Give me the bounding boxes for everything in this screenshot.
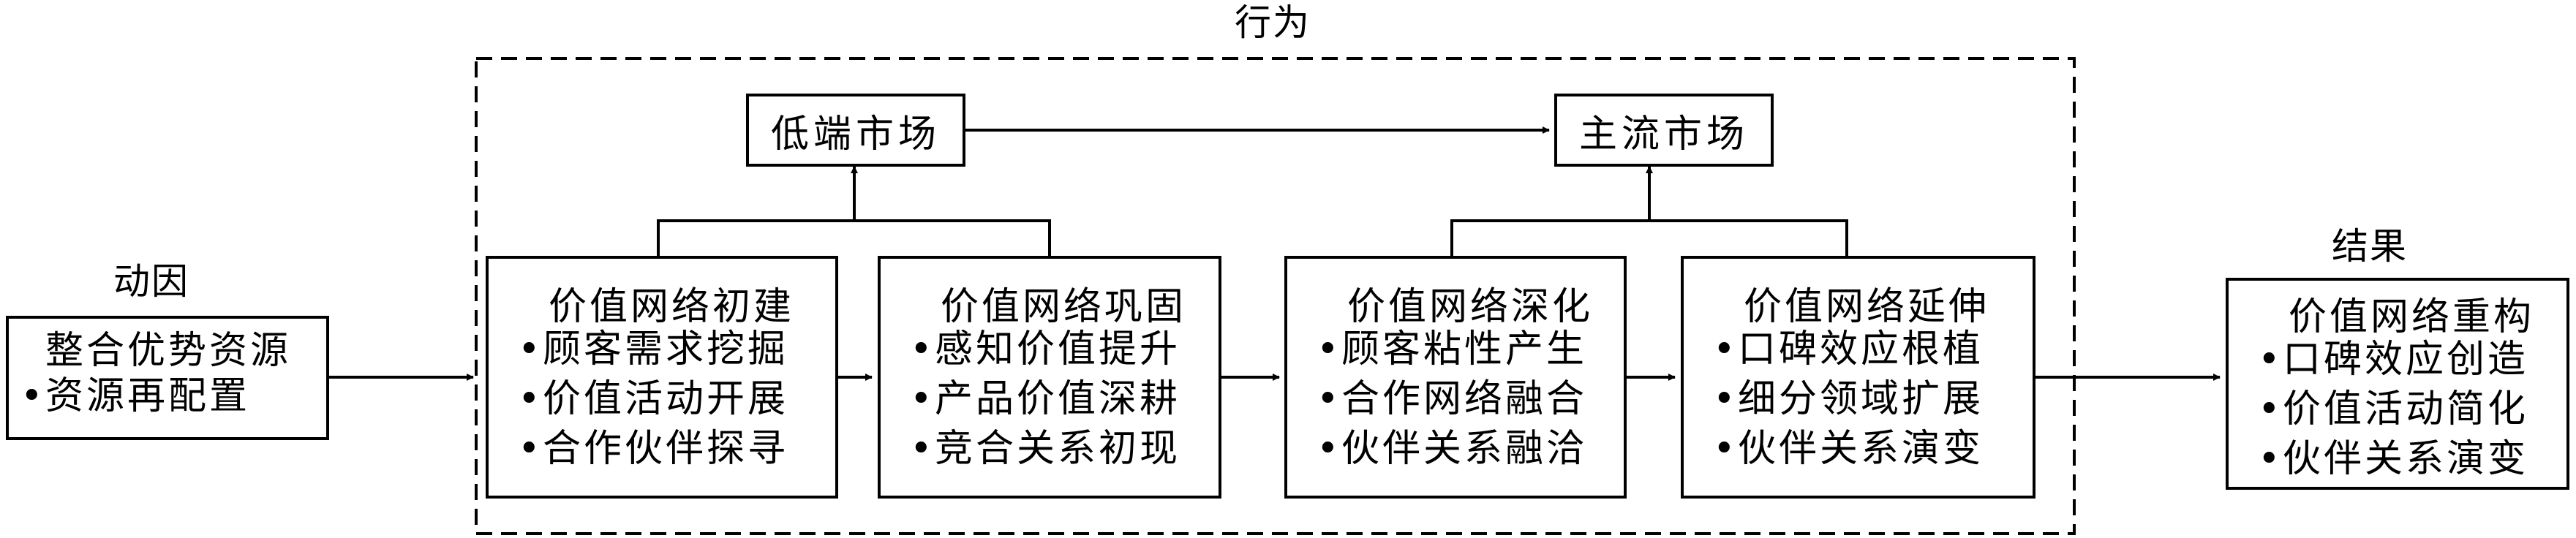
stage-heading: 价值网络巩固: [941, 285, 1187, 329]
stage-box-deepen: 价值网络深化 顾客粘性产生 合作网络融合 伙伴关系融洽: [1284, 256, 1627, 499]
stage-heading: 价值网络初建: [549, 285, 795, 329]
list-item: 口碑效应创造: [2258, 341, 2566, 390]
list-item: 感知价值提升: [910, 330, 1219, 380]
list-item: 合作网络融合: [1317, 380, 1624, 430]
result-label: 结果: [2332, 225, 2408, 268]
list-item: 顾客需求挖掘: [518, 330, 835, 380]
list-item: 顾客粘性产生: [1317, 330, 1624, 380]
behavior-label: 行为: [1235, 1, 1311, 44]
list-item: 伙伴关系演变: [2258, 440, 2566, 490]
stage-box-extend: 价值网络延伸 口碑效应根植 细分领域扩展 伙伴关系演变: [1681, 256, 2035, 499]
list-item: 产品价值深耕: [910, 380, 1219, 430]
result-heading: 价值网络重构: [2289, 295, 2535, 339]
cause-box: 整合优势资源 资源再配置: [6, 316, 329, 440]
stage-heading: 价值网络延伸: [1744, 285, 1990, 329]
list-item: 价值活动简化: [2258, 390, 2566, 440]
low-end-market-label: 低端市场: [770, 112, 941, 156]
low-end-market-box: 低端市场: [746, 94, 965, 167]
mainstream-market-label: 主流市场: [1578, 112, 1749, 156]
bracket-low-end: [657, 219, 1051, 256]
list-item: 伙伴关系演变: [1713, 430, 2033, 480]
cause-label: 动因: [113, 260, 189, 303]
list-item: 细分领域扩展: [1713, 380, 2033, 430]
list-item: 伙伴关系融洽: [1317, 430, 1624, 480]
list-item: 口碑效应根植: [1713, 330, 2033, 380]
bracket-mainstream: [1450, 219, 1848, 256]
list-item: 资源再配置: [20, 377, 326, 423]
mainstream-market-box: 主流市场: [1554, 94, 1774, 167]
cause-heading: 整合优势资源: [45, 329, 292, 373]
list-item: 合作伙伴探寻: [518, 430, 835, 480]
stage-heading: 价值网络深化: [1347, 285, 1594, 329]
behavior-frame: [475, 57, 2076, 535]
list-item: 价值活动开展: [518, 380, 835, 430]
stage-box-initial: 价值网络初建 顾客需求挖掘 价值活动开展 合作伙伴探寻: [486, 256, 838, 499]
result-box: 价值网络重构 口碑效应创造 价值活动简化 伙伴关系演变: [2226, 278, 2569, 490]
stage-box-consolidate: 价值网络巩固 感知价值提升 产品价值深耕 竞合关系初现: [878, 256, 1221, 499]
list-item: 竞合关系初现: [910, 430, 1219, 480]
